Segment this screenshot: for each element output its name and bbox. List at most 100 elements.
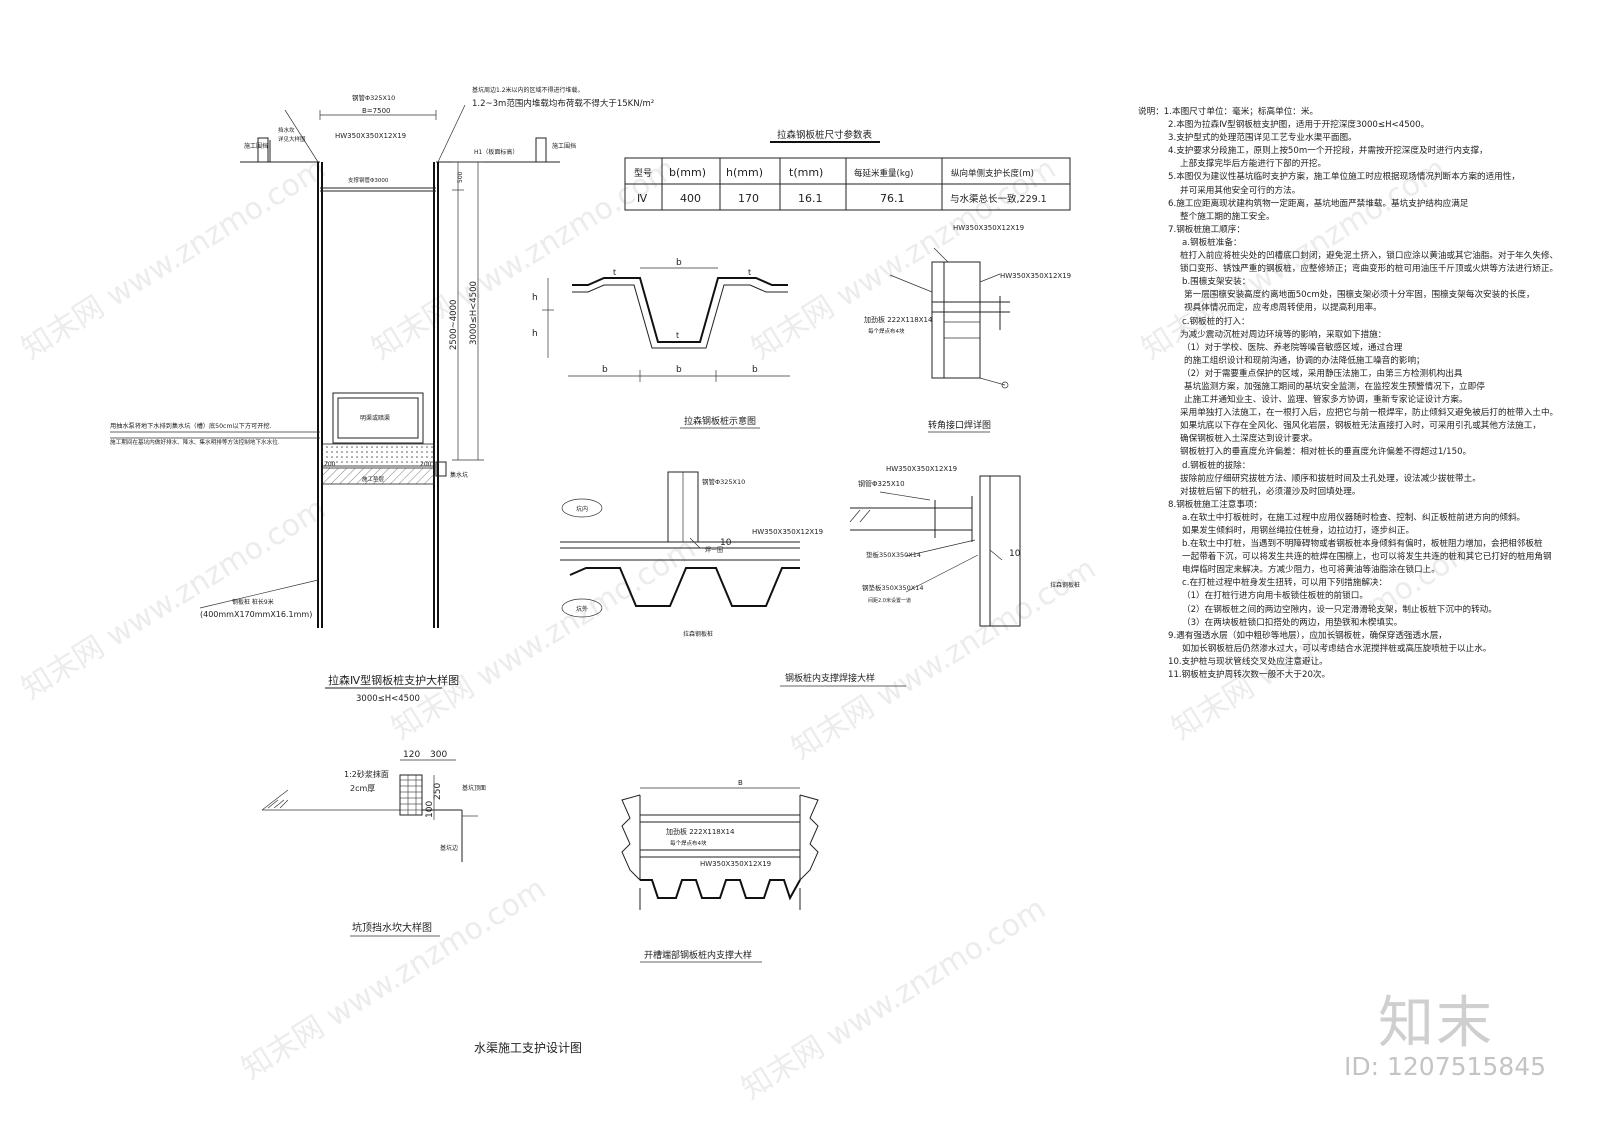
note-line: （1）在打桩行进方向用卡板锁住板桩的前锁口。 bbox=[1182, 591, 1368, 602]
note-line: b.在软土中打桩，当遇到不明障碍物或者钢板桩本身倾斜有偏时，板桩阻力增加，会把相… bbox=[1182, 539, 1543, 550]
table-header: h(mm) bbox=[726, 166, 763, 179]
note-line: 拔除前应仔细研究拔桩方法、顺序和拔桩时间及土孔处理，设法减少拔桩带土。 bbox=[1180, 473, 1481, 484]
note-line: 3.支护型式的处理范围详见工艺专业水渠平面图。 bbox=[1168, 133, 1357, 144]
curb-note-detail: 详见大样图 bbox=[278, 135, 306, 143]
plan-dim-b: B bbox=[738, 779, 743, 787]
table-header: 型号 bbox=[634, 168, 652, 179]
pile-dim-b: b bbox=[602, 365, 608, 375]
plan-detail bbox=[621, 787, 819, 963]
curb-detail bbox=[261, 759, 478, 937]
strut-pile-label: 拉森钢板桩 bbox=[1050, 581, 1080, 589]
note-line: d.钢板桩的拔除： bbox=[1182, 460, 1251, 471]
plan-beam-label: HW350X350X12X19 bbox=[700, 860, 771, 868]
note-line: 对拔桩后留下的桩孔，必须灌沙及时回填处理。 bbox=[1180, 486, 1361, 497]
note-line: 一起带着下沉，可以将发生共连的桩焊在围檩上，也可以将发生共连的桩和其它已打好的桩… bbox=[1182, 552, 1552, 563]
sump-label: 集水坑 bbox=[450, 471, 468, 479]
plate-spacing-note: 间距2.0米设置一道 bbox=[868, 597, 911, 604]
note-line: c.钢板桩的打入： bbox=[1182, 316, 1250, 327]
curb-dim-250: 250 bbox=[433, 783, 443, 800]
table-header: 每延米重量(kg) bbox=[854, 168, 913, 179]
pile-dim-b: b bbox=[752, 365, 758, 375]
note-line: 7.钢板桩施工顺序： bbox=[1168, 224, 1245, 235]
note-line: 4.支护要求分段施工，原则上按50m一个开挖段，并需按开挖深度及时进行内支撑， bbox=[1168, 146, 1488, 157]
dewater-note-1: 用抽水泵将地下水排到集水坑（槽）底50cm以下方可开挖. bbox=[110, 422, 272, 430]
fence-left-label: 施工围挡 bbox=[244, 142, 268, 150]
corner-beam-label: HW350X350X12X19 bbox=[953, 224, 1024, 232]
table-cell: 16.1 bbox=[798, 192, 823, 205]
note-line: （3）在两块板桩锁口扣搭处的两边，用垫铁和木楔填实。 bbox=[1182, 617, 1403, 628]
dim-2500-4000: 2500~4000 bbox=[449, 300, 459, 350]
pit-top-label: 基坑顶面 bbox=[462, 784, 486, 792]
weld-size: 10 bbox=[720, 538, 732, 548]
table-cell: Ⅳ bbox=[637, 192, 648, 205]
inside-pit-label: 坑内 bbox=[576, 505, 588, 513]
note-line: 为减少震动沉桩对周边环境等的影响，采取如下措施： bbox=[1180, 329, 1387, 340]
note-line: 基坑监测方案，加强施工期间的基坑安全监测，在监控发生预警情况下，立即停 bbox=[1184, 381, 1485, 392]
elevation-h1: H1（板面标高） bbox=[474, 148, 518, 156]
note-line: 5.本图仅为建议性基坑临时支护方案，施工单位施工时应根据现场情况判断本方案的适用… bbox=[1168, 172, 1520, 183]
plan-plate-note: 每个焊点布4块 bbox=[670, 839, 707, 847]
note-line: 锁口变形、锈蚀严重的钢板桩，应整修矫正；弯曲变形的桩可用油压千斤顶或火烘等方法进… bbox=[1180, 264, 1559, 275]
plan-detail-title: 开槽端部钢板桩内支撑大样 bbox=[644, 949, 752, 961]
note-line: 8.钢板桩施工注意事项： bbox=[1168, 499, 1263, 510]
watermark-id: ID: 1207515845 bbox=[1344, 1052, 1547, 1081]
section-title: 拉森Ⅳ型钢板桩支护大样图 bbox=[328, 673, 459, 687]
design-notes: 说明：1.本图尺寸单位：毫米；标高单位：米。 2.本图为拉森Ⅳ型钢板桩支护图，适… bbox=[1138, 106, 1578, 682]
table-header: b(mm) bbox=[669, 166, 706, 179]
curb-detail-title: 坑顶挡水坎大样图 bbox=[352, 921, 432, 934]
strut-weld-size: 10 bbox=[1009, 549, 1021, 559]
pile-dim-t: t bbox=[613, 268, 616, 277]
pile-label: 钢板桩 桩长9米 bbox=[232, 598, 274, 606]
section-subtitle: 3000≤H<4500 bbox=[356, 694, 420, 704]
pile-size-label: (400mmX170mmX16.1mm) bbox=[200, 610, 312, 619]
table-header: 纵向单侧支护长度(m) bbox=[951, 168, 1034, 179]
strut-weld-detail bbox=[780, 475, 1021, 687]
fence-right-label: 施工围挡 bbox=[552, 142, 576, 150]
outside-pit-label: 坑外 bbox=[576, 605, 588, 613]
note-line: 桩打入前应将桩尖处的凹槽底口封闭，避免泥土挤入，锁口应涂以黄油或其它油脂。对于年… bbox=[1180, 251, 1559, 262]
steel-plate-label: 钢垫板350X350X14 bbox=[862, 583, 924, 592]
note-line: a.钢板桩准备： bbox=[1182, 237, 1242, 248]
strut-beam-label: HW350X350X12X19 bbox=[752, 528, 823, 536]
mortar-label: 1:2砂浆抹面 bbox=[344, 769, 389, 779]
pile-dim-t: t bbox=[676, 331, 679, 340]
note-line: 电焊临时固定来解决。方减少阻力，也可将黄油等油脂涂在锁口上。 bbox=[1182, 565, 1440, 576]
note-line: a.在软土中打板桩时，在施工过程中应用仪器随时检查、控制、纠正板桩前进方向的倾斜… bbox=[1182, 512, 1526, 523]
note-line: 并可采用其他安全可行的方法。 bbox=[1180, 185, 1301, 196]
strut-pipe-label: 钢管Φ325X10 bbox=[702, 477, 745, 486]
load-note-2: 1.2~3m范围内堆载均布荷载不得大于15KN/m² bbox=[472, 98, 654, 109]
note-line: 10.支护桩与现状管线交叉处应注意避让。 bbox=[1168, 656, 1328, 667]
base-plate-label: 垫板350X350X14 bbox=[866, 550, 921, 559]
watermark-logo: 知末 bbox=[1378, 991, 1494, 1056]
section-drawing bbox=[110, 104, 560, 689]
drawing-title: 水渠施工支护设计图 bbox=[474, 1041, 582, 1055]
plan-plate-label: 加劲板 222X118X14 bbox=[666, 827, 735, 836]
note-line: 如果发生倾斜时，用钢丝绳拉住桩身，边拉边打，逐步纠正。 bbox=[1182, 526, 1415, 536]
dim-500: 500 bbox=[457, 171, 464, 183]
strut-detail-title: 钢板桩内支撑焊接大样 bbox=[785, 672, 875, 684]
note-line: 2.本图为拉森Ⅳ型钢板桩支护图，适用于开挖深度3000≤H<4500。 bbox=[1168, 120, 1430, 131]
bedding-layer-label: 施工垫层 bbox=[362, 475, 385, 483]
pile-dim-h: h bbox=[532, 329, 538, 339]
table-cell: 与水渠总长一致,229.1 bbox=[950, 193, 1047, 205]
note-line: 钢板桩打入的垂直度允许偏差：相对桩长的垂直度允许偏差不得超过1/150。 bbox=[1180, 447, 1472, 458]
note-line: 6.施工应距离现状建构筑物一定距离，基坑地面严禁堆载。基坑支护结构应满足 bbox=[1168, 198, 1469, 209]
note-line: 说明：1.本图尺寸单位：毫米；标高单位：米。 bbox=[1138, 107, 1319, 117]
stiffener-plate-label: 加劲板 222X118X14 bbox=[864, 315, 933, 324]
strut-detail-beam: HW350X350X12X19 bbox=[886, 465, 957, 473]
table-cell: 170 bbox=[738, 192, 759, 205]
pile-dim-h: h bbox=[532, 293, 538, 303]
note-line: （2）对于需要重点保护的区域，采用静压法施工，由第三方检测机构出具 bbox=[1182, 368, 1463, 379]
bracing-label: 支撑钢管Φ3000 bbox=[348, 176, 389, 184]
note-line: 采用单独打入法施工，在一根打入后，应把它与前一根焊牢，防止倾斜又避免被后打的桩带… bbox=[1180, 408, 1559, 419]
pipe-label: 钢管Φ325X10 bbox=[352, 93, 395, 102]
note-line: 第一层围檩安装高度约离地面50cm处，围檩支架必须十分牢固，围檩支架每次安装的长… bbox=[1184, 290, 1535, 301]
sheet-pile-label: 拉森钢板桩 bbox=[683, 630, 713, 638]
pile-dim-b: b bbox=[676, 258, 682, 268]
note-line: 的施工组织设计和现前沟通，协调的办法降低施工噪音的影响； bbox=[1184, 355, 1425, 366]
watermark-text: 知末网 www.znzmo.com bbox=[16, 491, 332, 707]
watermark-text: 知末网 www.znzmo.com bbox=[366, 151, 682, 367]
mortar-thickness: 2cm厚 bbox=[350, 784, 375, 793]
weld-label: 焊一圈 bbox=[705, 546, 723, 554]
stiffener-plate-note: 每个焊点布4块 bbox=[868, 327, 905, 335]
